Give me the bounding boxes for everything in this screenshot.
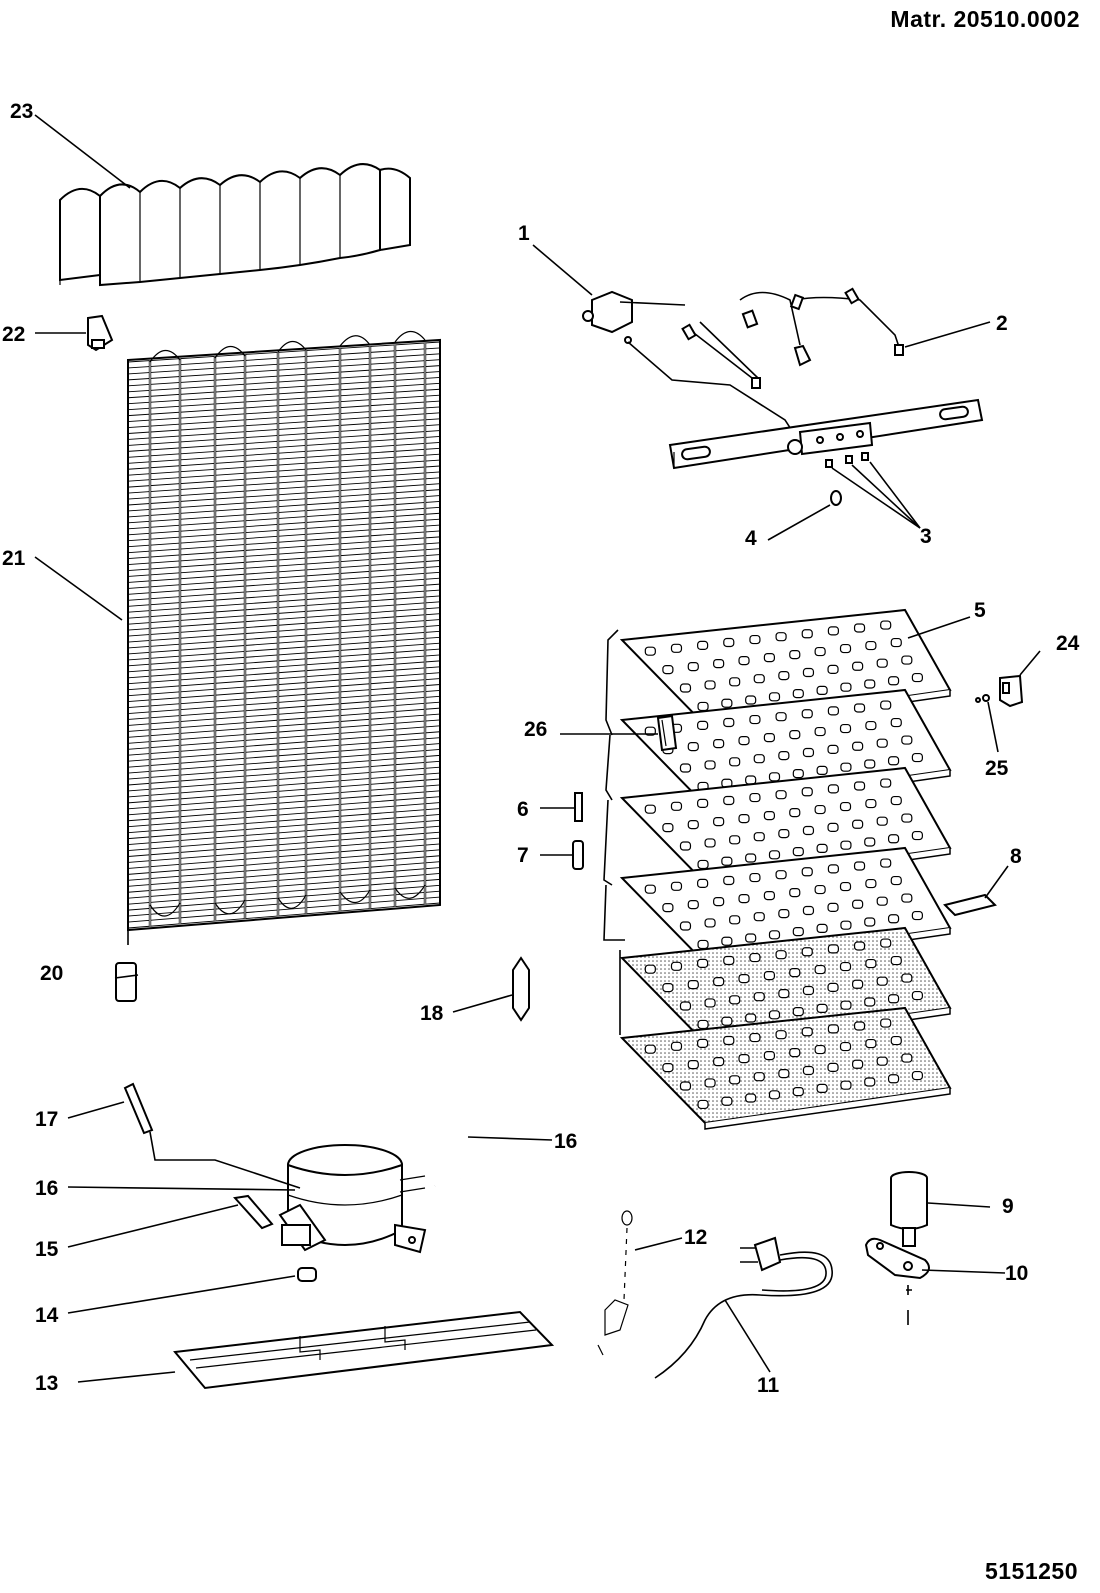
shelf (619, 1006, 952, 1130)
part-4-knob-ring (830, 490, 842, 506)
callout-1: 1 (518, 222, 530, 245)
part-16-tube (434, 1105, 469, 1188)
callout-13: 13 (35, 1372, 58, 1395)
part-26-clip (656, 714, 678, 752)
part-24-hinge (999, 674, 1024, 708)
callout-20: 20 (40, 962, 63, 985)
callout-17: 17 (35, 1108, 58, 1131)
part-17-tube (123, 1082, 154, 1135)
callout-labels: 1 2 3 4 5 6 7 8 9 10 11 12 13 14 15 16 1… (2, 100, 1080, 1397)
callout-7: 7 (517, 844, 529, 867)
callout-16: 16 (35, 1177, 58, 1200)
callout-10: 10 (1005, 1262, 1028, 1285)
callout-12: 12 (684, 1226, 707, 1249)
part-2-wiring-connectors (681, 287, 904, 389)
part-9-fan-motor (890, 1171, 928, 1247)
part-25-screw (975, 694, 990, 703)
part-rail-thermostat-housing (668, 398, 984, 470)
material-number: Matr. 20510.0002 (890, 6, 1080, 32)
callout-16-tube: 16 (554, 1130, 577, 1153)
callout-3: 3 (920, 525, 932, 548)
callout-26: 26 (524, 718, 547, 741)
callout-8: 8 (1010, 845, 1022, 868)
callout-2: 2 (996, 312, 1008, 335)
part-1-thermostat (582, 290, 799, 441)
part-21-wire-condenser (127, 330, 441, 945)
callout-9: 9 (1002, 1195, 1014, 1218)
callout-18: 18 (420, 1002, 444, 1025)
part-20-fitting (115, 962, 137, 1002)
part-13-base-plate (173, 1310, 555, 1390)
part-6-pin (574, 792, 583, 822)
callout-25: 25 (985, 757, 1009, 780)
callout-21: 21 (2, 547, 26, 570)
part-22-clip (87, 314, 114, 352)
part-14-grommet (297, 1267, 317, 1282)
part-10-bracket (864, 1237, 930, 1325)
callout-22: 22 (2, 323, 25, 346)
callout-15: 15 (35, 1238, 59, 1261)
part-15-clip (233, 1194, 274, 1230)
leader-lines (34, 114, 1041, 1383)
callout-23: 23 (10, 100, 33, 123)
callout-6: 6 (517, 798, 529, 821)
part-23-condenser-coil (59, 163, 411, 287)
callout-5: 5 (974, 599, 986, 622)
part-16-compressor (278, 1144, 427, 1254)
part-18-filter-drier (512, 956, 530, 1022)
callout-4: 4 (745, 527, 757, 550)
part-12-wire (597, 1210, 633, 1356)
callout-14: 14 (35, 1304, 59, 1327)
shelf-frame-wire (603, 629, 625, 1035)
callout-11: 11 (757, 1374, 780, 1397)
part-3-terminals (825, 452, 869, 468)
part-5-evaporator-shelves (619, 608, 952, 1130)
part-8-bracket (943, 893, 997, 917)
document-number: 5151250 (984, 1558, 1078, 1584)
part-7-pin (572, 840, 584, 870)
part-11-power-cord (654, 1236, 833, 1379)
callout-24: 24 (1056, 632, 1080, 655)
